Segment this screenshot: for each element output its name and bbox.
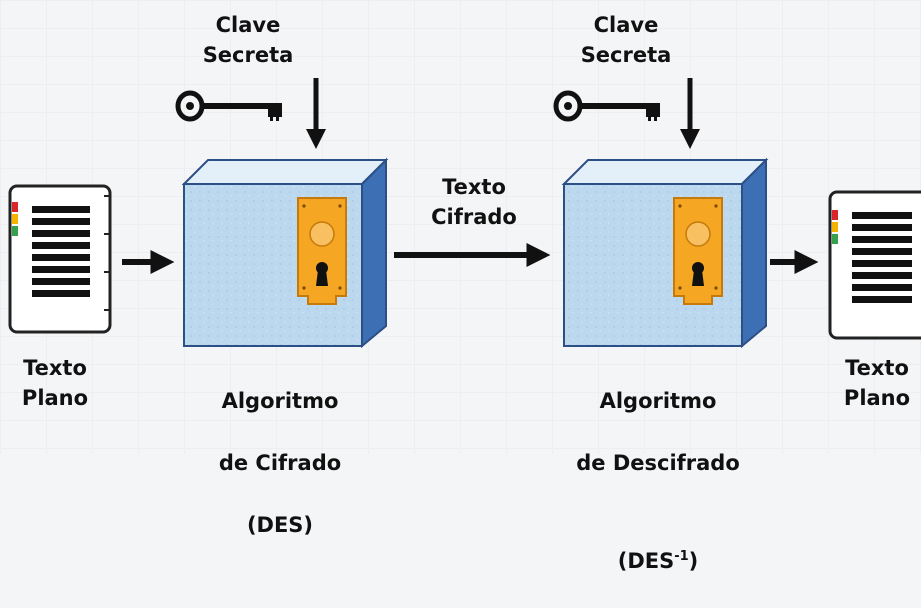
encrypt-algorithm-line2: de Cifrado (218, 451, 342, 475)
lock-icon (673, 197, 723, 305)
decrypt-algorithm-line3: (DES-1) (548, 510, 768, 577)
decrypt-algorithm-line1: Algoritmo (599, 389, 717, 413)
encrypt-key-label: Clave Secreta (202, 13, 294, 67)
key-icon (553, 90, 660, 122)
diagram-canvas (8, 78, 921, 349)
background (0, 0, 921, 454)
plaintext-input-label: Texto Plano (21, 356, 89, 410)
encryption-box (181, 157, 389, 349)
decrypt-algorithm-line3-end: ) (688, 549, 699, 573)
key-icon (175, 90, 282, 122)
decrypt-algorithm-line2: de Descifrado (576, 451, 740, 475)
encrypt-algorithm-line1: Algoritmo (221, 389, 339, 413)
decrypt-algorithm-line3-sup: -1 (674, 549, 689, 564)
plaintext-document-icon (828, 190, 921, 340)
encrypt-algorithm-line3: (DES) (246, 513, 314, 537)
encrypt-algorithm-label: Algoritmo de Cifrado (DES) (190, 355, 370, 572)
plaintext-output-label: Texto Plano (843, 356, 911, 410)
plaintext-document-icon (8, 184, 112, 334)
decrypt-key-label: Clave Secreta (580, 13, 672, 67)
decryption-box (561, 157, 769, 349)
decrypt-algorithm-line3-base: (DES (617, 549, 675, 573)
decrypt-algorithm-label: Algoritmo de Descifrado (DES-1) (548, 355, 768, 608)
lock-icon (297, 197, 347, 305)
ciphertext-label: Texto Cifrado (431, 175, 517, 229)
